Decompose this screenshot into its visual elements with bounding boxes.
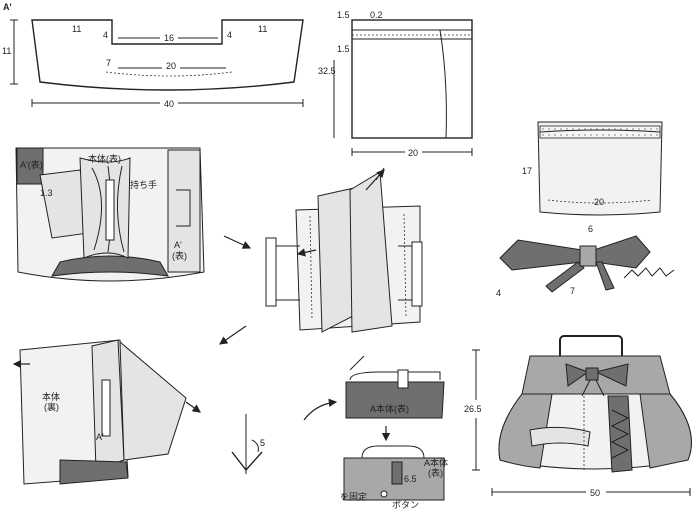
- bow-left-tail: [545, 261, 585, 293]
- step2-handle-left: [265, 237, 277, 307]
- pattern-a-dim-inner-bottom: 20: [166, 61, 176, 71]
- pouch-dim-height: 32.5: [318, 66, 336, 76]
- bow-dim-left: 4: [496, 288, 501, 298]
- pattern-a-label: A': [3, 2, 12, 12]
- bow-left-loop: [499, 239, 583, 271]
- step1-gathered-center: [79, 157, 131, 259]
- pouch-dim-seam-1: 1.5: [337, 10, 350, 20]
- step1-dim-fold: 1.3: [40, 188, 53, 198]
- step2-assembly: [265, 167, 423, 333]
- step3-side-panel: [119, 340, 187, 461]
- step4-band: [345, 381, 445, 419]
- pouch-outline: [351, 19, 473, 139]
- bag-dim-width: 50: [590, 488, 600, 498]
- pattern-a-dim-inner-left: 7: [106, 58, 111, 68]
- step4-label-button: ボタン: [392, 500, 419, 510]
- pouch-dim-seam-2: 0.2: [370, 10, 383, 20]
- step4-label-body: A本体(表): [370, 403, 409, 414]
- step3-label-body-2: (裏): [44, 401, 59, 412]
- pattern-a-dim-width: 40: [164, 99, 174, 109]
- step3-label-a: A': [96, 432, 104, 442]
- bag-dim-height: 26.5: [464, 404, 482, 414]
- fold-dim: 5: [260, 438, 265, 448]
- pattern-a-dim-notch-right: 4: [227, 30, 232, 40]
- zip-pouch-dim-width: 20: [594, 197, 604, 207]
- arrow-to-fold: [185, 401, 201, 413]
- step2-handle-right: [411, 241, 423, 307]
- bow-knot: [579, 245, 597, 267]
- bow-detail: 6 4 7: [496, 224, 675, 298]
- pouch-dim-seam-3: 1.5: [337, 44, 350, 54]
- step4-assembly: A本体(表) 6.5 A本体 (表) を固定 ボタン: [340, 355, 448, 510]
- step3-assembly: 本体 (裏) A': [12, 339, 187, 485]
- step4-label-a-body-2: (表): [428, 467, 443, 478]
- step4-label-a-body-1: A本体: [424, 457, 448, 468]
- arrow-to-step4: [303, 398, 338, 421]
- pattern-a-dim-notch-left: 4: [103, 30, 108, 40]
- step1-handle: [105, 179, 115, 241]
- bow-right-tail: [595, 261, 615, 291]
- bag-bow-right: [594, 363, 629, 387]
- step1-a-left-panel: [16, 147, 44, 185]
- step4-dim-tab: 6.5: [404, 474, 417, 484]
- bow-dim-top: 6: [588, 224, 593, 234]
- pattern-a-dim-height: 11: [2, 46, 11, 56]
- step1-assembly: 本体(表) A'(表) 持ち手 1.3 A' (表): [15, 147, 205, 282]
- pouch-fold-line: [439, 29, 447, 139]
- pouch-piece: 1.5 0.2 1.5 32.5 20: [318, 10, 473, 158]
- pattern-a-dim-top-right: 11: [258, 24, 267, 34]
- arrow-to-step3: [219, 325, 247, 345]
- finished-bag: 26.5 50: [464, 335, 692, 498]
- button-icon: [380, 490, 388, 498]
- step3-label-body-1: 本体: [42, 391, 60, 402]
- bag-bow-left: [565, 363, 590, 387]
- arrow-to-step2: [223, 235, 252, 249]
- zip-pouch: 17 20: [522, 121, 663, 216]
- zip-pouch-dim-height: 17: [522, 166, 532, 176]
- step1-label-a-right-1: A': [174, 240, 182, 250]
- step1-label-a-right-2: (表): [172, 250, 187, 261]
- pouch-dim-width: 20: [408, 148, 418, 158]
- zip-pouch-body: [537, 121, 663, 216]
- zigzag-stitch: [623, 267, 675, 279]
- step4-label-fix: を固定: [340, 491, 367, 502]
- step2-flap-right: [349, 171, 393, 333]
- step1-label-handle: 持ち手: [130, 179, 157, 190]
- pattern-a-piece: A' 11 4 16 4 11 7 20 11 40: [2, 2, 304, 109]
- pattern-a-dim-top-left: 11: [72, 24, 81, 34]
- step1-label-a-left: A'(表): [20, 159, 43, 170]
- pattern-a-outline: [31, 19, 304, 91]
- pattern-a-inner-seam: [105, 71, 233, 77]
- step1-label-body: 本体(表): [88, 153, 121, 164]
- pattern-a-dim-center-top: 16: [164, 33, 174, 43]
- bow-dim-bottom: 7: [570, 286, 575, 296]
- fold-detail: 5: [231, 414, 265, 474]
